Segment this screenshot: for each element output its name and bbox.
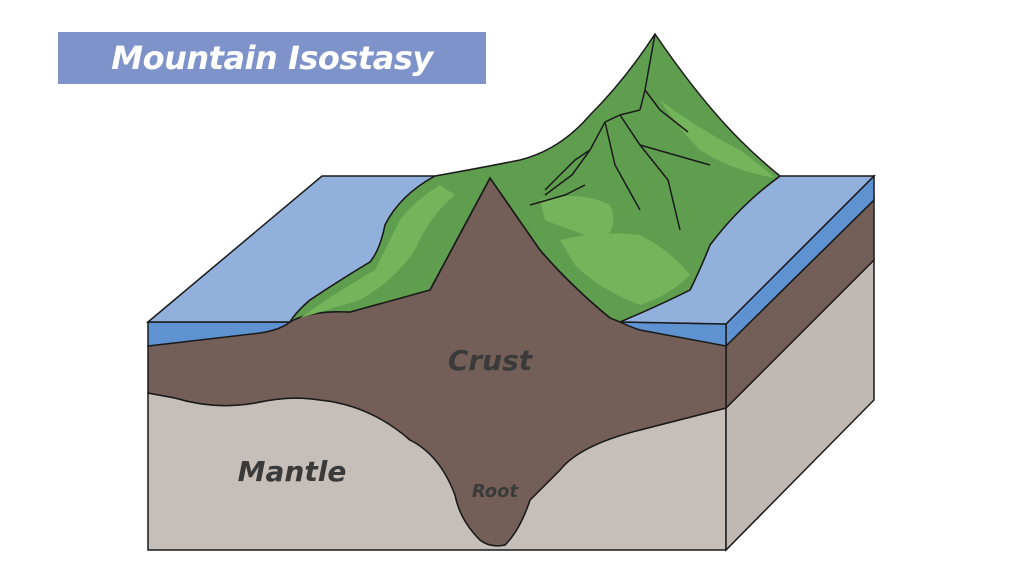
mountain-ridges [529, 33, 711, 231]
mountain-highlight-4 [540, 196, 614, 240]
mountain-highlight-3 [660, 100, 775, 178]
ocean-front-edge-right [619, 321, 727, 347]
diagram-title: Mountain Isostasy [111, 39, 433, 77]
mountain-highlight-2 [560, 233, 690, 305]
crust-peak-outline [429, 176, 611, 319]
mantle-label: Mantle [238, 455, 347, 488]
title-banner: Mountain Isostasy [58, 32, 486, 84]
root-label: Root [472, 481, 520, 502]
crust-label: Crust [448, 344, 534, 377]
mountain-highlight-1 [300, 185, 455, 318]
